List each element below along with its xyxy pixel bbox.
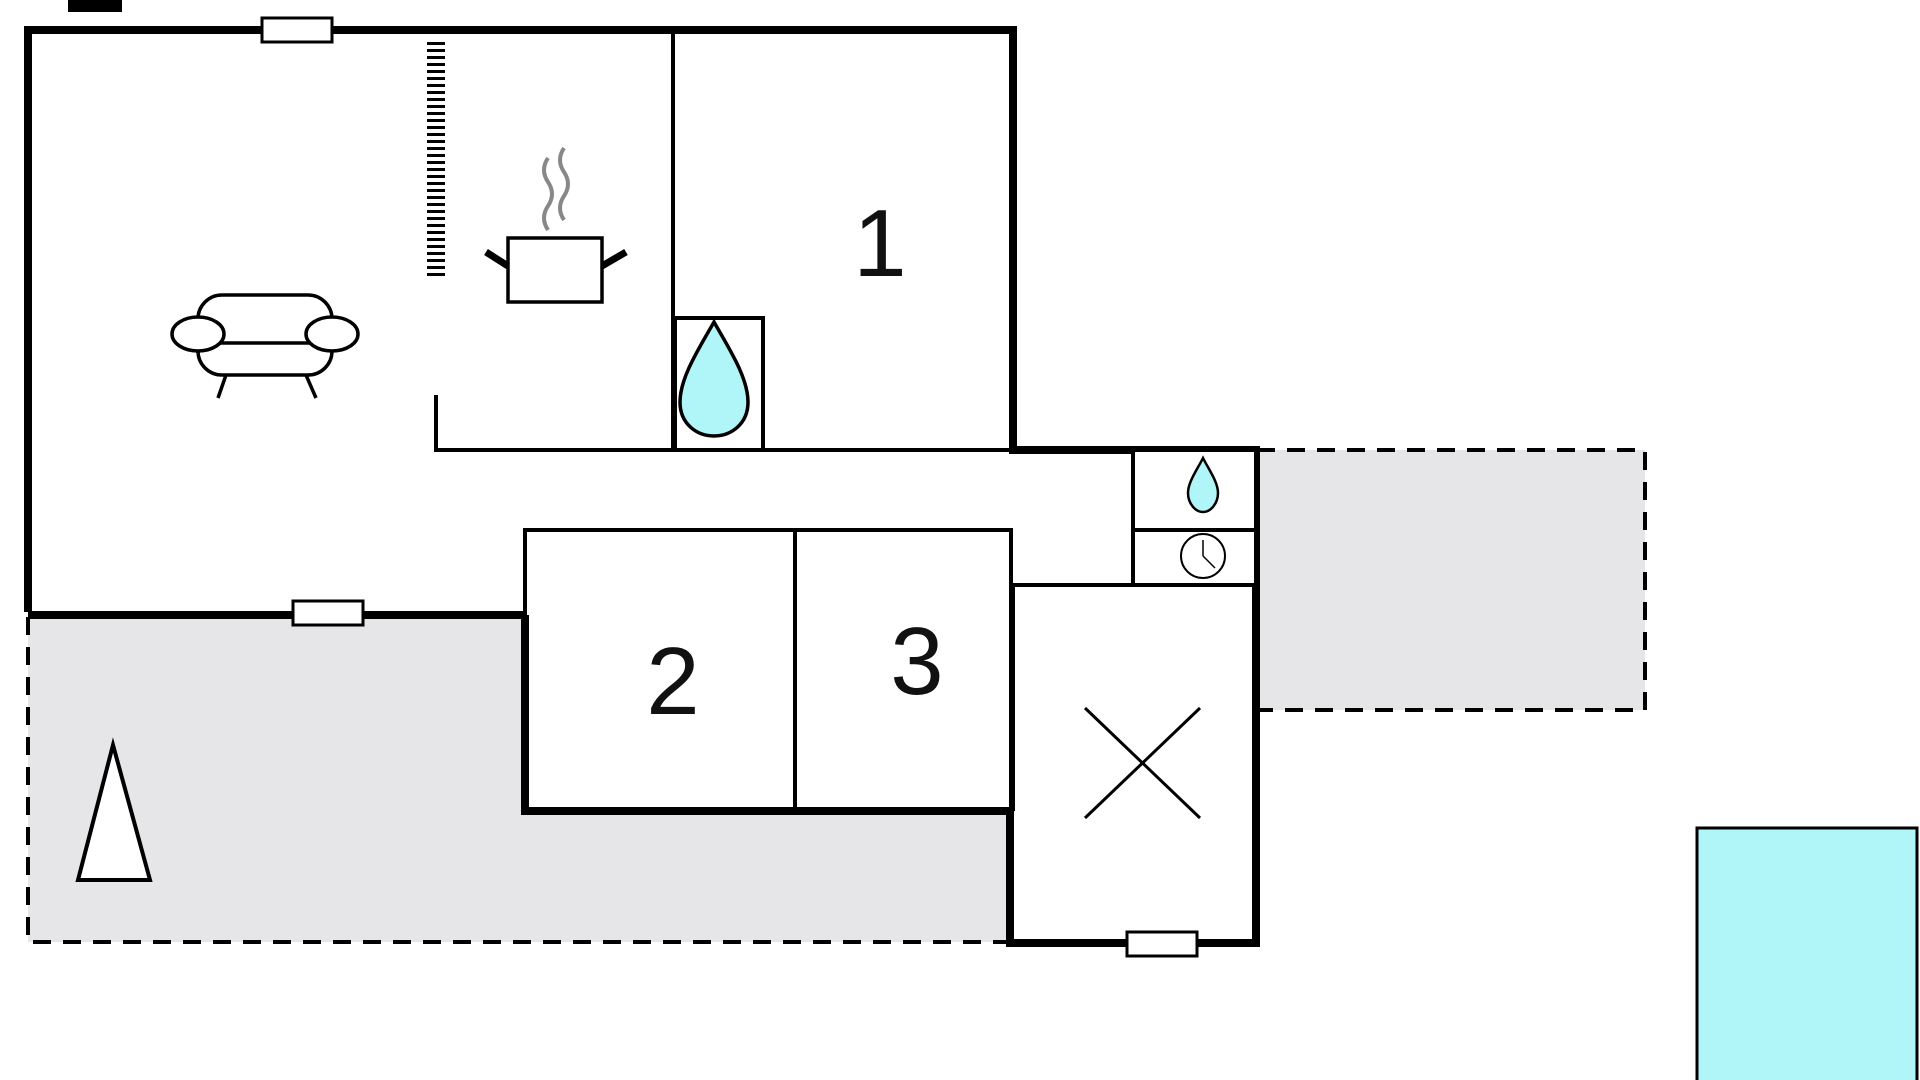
edge-mark [68, 0, 122, 12]
water-drop-icon [1186, 455, 1220, 514]
window-entry-bottom [1125, 930, 1199, 958]
sofa-icon [170, 293, 360, 399]
clock-icon [1180, 533, 1226, 579]
room-2-label: 2 [646, 628, 699, 735]
wall-kitchen-bottom [434, 395, 1013, 452]
bedroom-block-thick-edge [521, 615, 1013, 815]
cooking-pot-icon [484, 146, 628, 304]
tree-icon [75, 737, 153, 882]
window-top [260, 16, 334, 44]
x-marker-icon [1083, 706, 1202, 820]
terrace-right [1257, 450, 1645, 710]
room-1-label: 1 [853, 190, 906, 297]
shower-icon [678, 318, 750, 438]
pool-area [1695, 826, 1919, 1080]
shower-room [673, 316, 765, 452]
terrace-left [28, 617, 1010, 942]
window-living-bottom [291, 599, 365, 627]
terrace-right-outline [1257, 448, 1647, 712]
room-3-label: 3 [890, 608, 943, 715]
